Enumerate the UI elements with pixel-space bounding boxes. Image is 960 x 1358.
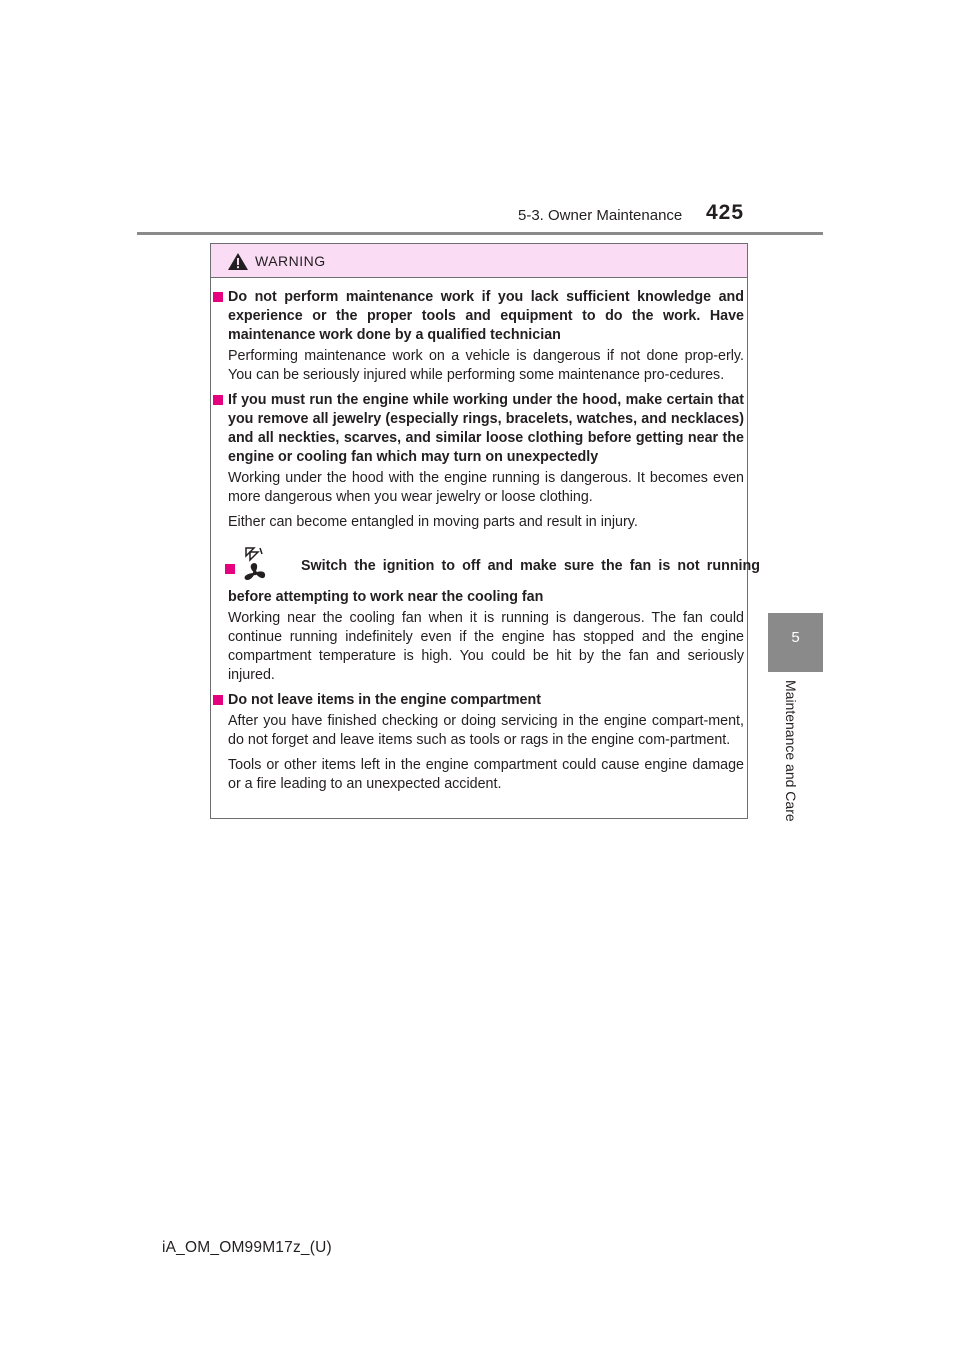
warning-item-title: before attempting to work near the cooli… <box>228 589 544 605</box>
chapter-tab-label: Maintenance and Care <box>783 680 799 822</box>
warning-item: Do not leave items in the engine compart… <box>213 691 744 794</box>
header-rule <box>137 232 823 235</box>
chapter-tab-number: 5 <box>791 629 800 646</box>
warning-item-text: After you have finished checking or doin… <box>228 713 744 748</box>
warning-item-title: Switch the ignition to off and make sure… <box>301 558 760 574</box>
page-number: 425 <box>706 201 745 224</box>
warning-header: WARNING <box>211 244 747 278</box>
warning-item-text: Performing maintenance work on a vehicle… <box>228 348 744 383</box>
warning-triangle-icon <box>228 253 248 270</box>
footer-code: iA_OM_OM99M17z_(U) <box>162 1239 332 1256</box>
warning-item: If you must run the engine while working… <box>213 391 744 532</box>
warning-item-title: If you must run the engine while working… <box>228 392 744 465</box>
warning-title: WARNING <box>255 253 326 269</box>
chapter-tab <box>768 613 823 672</box>
section-title: 5-3. Owner Maintenance <box>518 207 683 224</box>
warning-box: WARNING Do not perform maintenance work … <box>210 243 760 819</box>
warning-item-title: Do not leave items in the engine compart… <box>228 692 542 708</box>
bullet-square-icon <box>213 292 223 302</box>
warning-item-text: Tools or other items left in the engine … <box>228 757 744 792</box>
warning-item-text: Either can become entangled in moving pa… <box>228 514 638 530</box>
fan-title-row: Switch the ignition to off and make sure… <box>225 546 760 588</box>
warning-item: Do not perform maintenance work if you l… <box>213 288 744 385</box>
chapter-tab-label-wrap: Maintenance and Care <box>783 680 799 830</box>
warning-item-text: Working under the hood with the engine r… <box>228 470 744 505</box>
cooling-fan-warning-icon <box>244 547 266 581</box>
bullet-square-icon <box>225 564 235 574</box>
warning-item: Switch the ignition to off and make sure… <box>216 546 760 685</box>
bullet-square-icon <box>213 395 223 405</box>
warning-item-title: Do not perform maintenance work if you l… <box>228 289 744 343</box>
warning-item-text: Working near the cooling fan when it is … <box>228 610 744 683</box>
bullet-square-icon <box>213 695 223 705</box>
warning-body: Do not perform maintenance work if you l… <box>213 288 760 800</box>
